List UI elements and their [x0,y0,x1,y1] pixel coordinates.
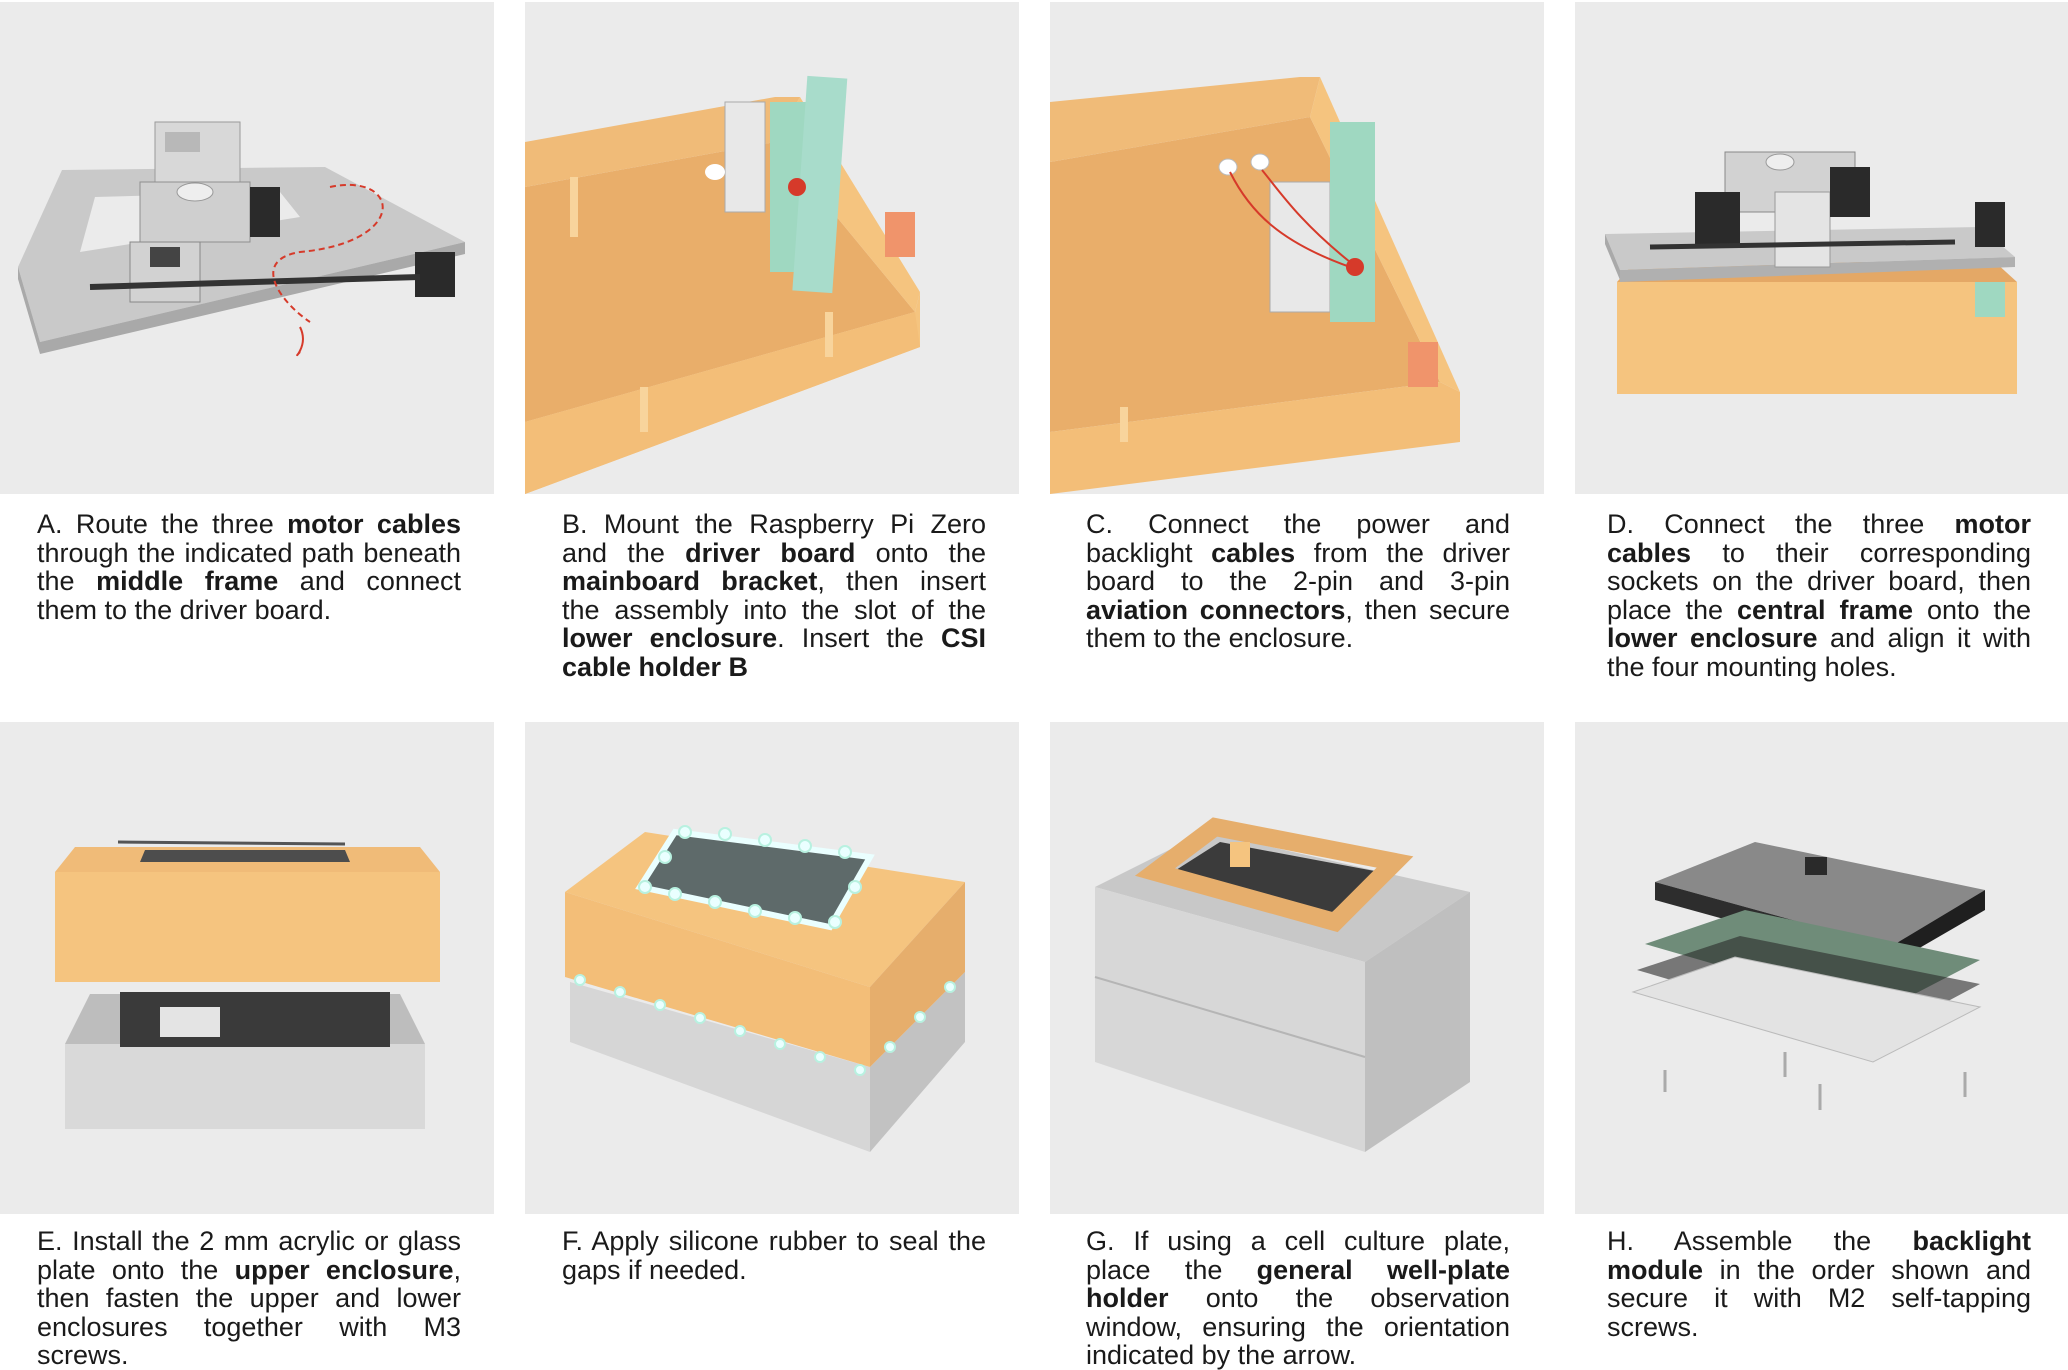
caption-bold-term: central frame [1736,594,1914,625]
caption-text: from the driver board to the 2-pin and 3… [1086,537,1510,597]
caption-text: , then secure them to the enclosure. [1086,594,1510,654]
step-letter: G [1086,1226,1108,1256]
caption-text: . Mount the Raspberry Pi Zero and the [562,509,986,568]
caption-text: onto the observation window, ensuring th… [1086,1283,1510,1370]
step-d-caption: D. Connect the three motor cables to the… [1607,510,2031,682]
backlight-module-illustration [1631,842,1985,1110]
panel-g-image [1050,722,1544,1214]
upper-lower-enclosure-illustration [55,840,440,1129]
step-h-caption: H. Assemble the backlight module in the … [1607,1227,2031,1341]
caption-text: in the order shown and secure it with M2… [1607,1254,2031,1342]
caption-bold-term: motor cables [1607,509,2031,568]
caption-text: onto the [1913,594,2031,625]
panel-b-image [525,2,1019,494]
step-b-caption: B. Mount the Raspberry Pi Zero and the d… [562,510,986,682]
caption-bold-term: middle frame [96,566,279,597]
caption-bold-term: mainboard bracket [562,566,818,597]
caption-text: and align it with the four mounting hole… [1607,623,2031,682]
step-a-caption: A. Route the three motor cables through … [37,510,461,624]
caption-text: . Route the three [55,509,288,539]
step-letter: D [1607,509,1627,539]
caption-bold-term: upper enclosure [234,1254,454,1285]
caption-text: . Insert the [777,623,941,654]
led-glow-top [638,825,862,929]
step-f-caption: F. Apply silicone rubber to seal the gap… [562,1227,986,1284]
step-letter: C [1086,509,1106,539]
caption-text: , then fasten the upper and lower enclos… [37,1254,461,1370]
caption-bold-term: aviation connectors [1086,594,1346,625]
caption-text: to their corresponding sockets on the dr… [1607,537,2031,625]
caption-bold-term: lower enclosure [1607,623,1818,654]
caption-bold-term: lower enclosure [562,623,778,654]
panel-c-image [1050,2,1544,494]
panel-h-image [1575,722,2068,1214]
step-e-caption: E. Install the 2 mm acrylic or glass pla… [37,1227,461,1370]
panel-d-image [1575,2,2068,494]
caption-text: , then insert the assembly into the slot… [562,566,986,625]
panel-e-image [0,722,494,1214]
caption-text: and connect them to the driver board. [37,566,461,625]
led-glow-seam [574,974,956,1076]
caption-text: onto the [855,537,986,568]
aviation-connectors-illustration [1050,77,1460,494]
caption-text: . If using a cell culture plate, place t… [1086,1226,1510,1285]
step-g-caption: G. If using a cell culture plate, place … [1086,1227,1510,1370]
caption-bold-term: general well-plate holder [1086,1254,1510,1314]
middle-frame-illustration [18,121,465,357]
caption-text: . Connect the power and backlight [1086,509,1510,568]
step-letter: A [37,509,56,539]
silicone-seal-illustration [565,825,965,1152]
step-letter: B [562,509,581,539]
caption-bold-term: driver board [685,537,856,568]
caption-text: through the indicated path beneath the [37,537,461,597]
caption-text: . Connect the three [1626,509,1955,539]
caption-text: . Install the 2 mm acrylic or glass plat… [37,1226,461,1285]
caption-text: . Apply silicone rubber to seal the gaps… [562,1226,986,1285]
step-c-caption: C. Connect the power and backlight cable… [1086,510,1510,653]
caption-text: . Assemble the [1626,1226,1913,1256]
step-letter: F [562,1226,576,1256]
caption-bold-term: backlight module [1607,1226,2031,1285]
caption-bold-term: motor cables [287,509,461,539]
panel-a-image [0,2,494,494]
lower-enclosure-open-illustration [525,75,920,494]
central-frame-on-enclosure-illustration [1605,151,2017,394]
caption-bold-term: CSI cable holder B [562,623,986,682]
caption-bold-term: cables [1211,537,1296,568]
panel-f-image [525,722,1019,1214]
step-letter: H [1607,1226,1627,1256]
well-plate-holder-illustration [1094,817,1470,1152]
step-letter: E [37,1226,56,1256]
